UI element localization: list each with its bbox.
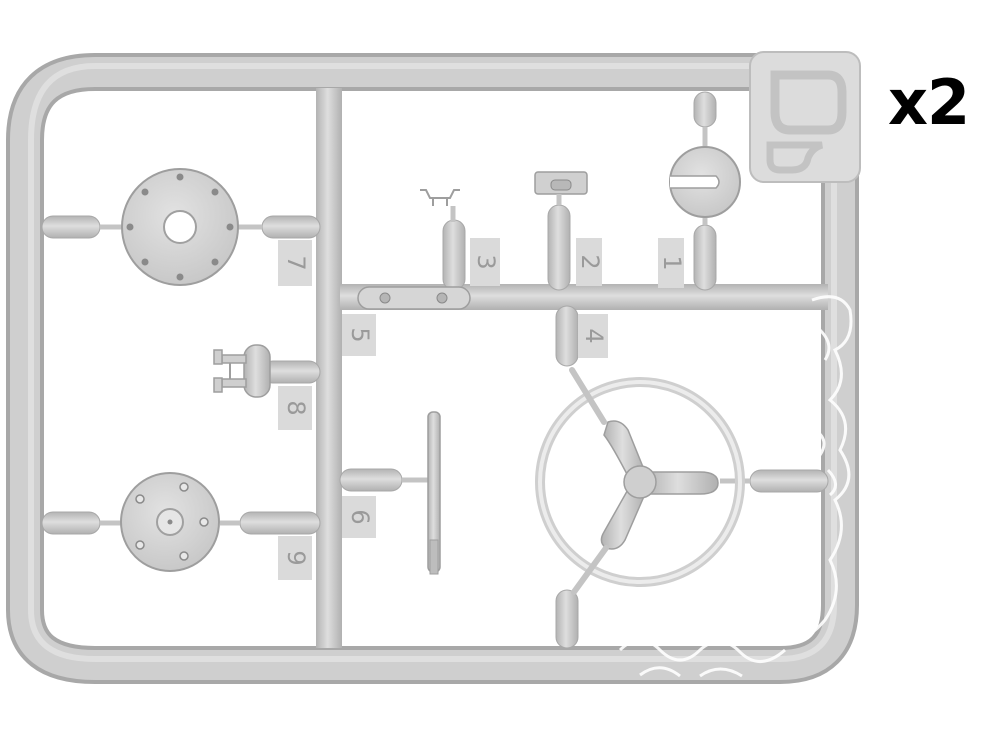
- part-number-5: 5: [346, 327, 374, 342]
- part-number-3: 3: [472, 254, 500, 269]
- part-7-flanged-disc: [121, 168, 239, 286]
- part-number-7: 7: [282, 255, 310, 270]
- part-number-6: 6: [346, 509, 374, 524]
- part-number-1: 1: [658, 255, 686, 270]
- part-number-9: 9: [282, 550, 310, 565]
- part-8-clamp-bracket: [213, 344, 271, 398]
- number-tab-7: 7: [278, 240, 312, 286]
- part-1-slotted-disc: [669, 146, 741, 218]
- number-tab-1: 1: [658, 238, 686, 288]
- outer-frame: [6, 53, 859, 684]
- number-tab-5: 5: [342, 314, 376, 356]
- watermark-artwork: [618, 295, 853, 678]
- part-number-2: 2: [576, 254, 604, 269]
- number-tab-6: 6: [342, 496, 376, 538]
- part-6-pin-rod: [427, 411, 441, 575]
- gate-thin-links: [100, 127, 750, 526]
- number-tabs: 1 2 3 4 5 6 7 8: [278, 238, 686, 580]
- part-3-small-bracket: [420, 189, 460, 222]
- gates: [41, 215, 829, 535]
- vertical-runner: [316, 88, 342, 648]
- number-tab-8: 8: [278, 386, 312, 430]
- part-4-steering-wheel: [535, 367, 745, 595]
- part-2-plate: [534, 171, 588, 205]
- number-tab-4: 4: [578, 314, 608, 358]
- part-number-4: 4: [580, 328, 608, 343]
- part-number-8: 8: [282, 400, 310, 415]
- top-right-sprue-tab: [749, 51, 861, 183]
- number-tab-9: 9: [278, 536, 312, 580]
- part-9-hub-disc: [120, 472, 220, 572]
- quantity-label: x2: [888, 66, 970, 139]
- number-tab-2: 2: [576, 238, 604, 286]
- number-tab-3: 3: [470, 238, 500, 286]
- part-5-link-bar: [357, 286, 471, 310]
